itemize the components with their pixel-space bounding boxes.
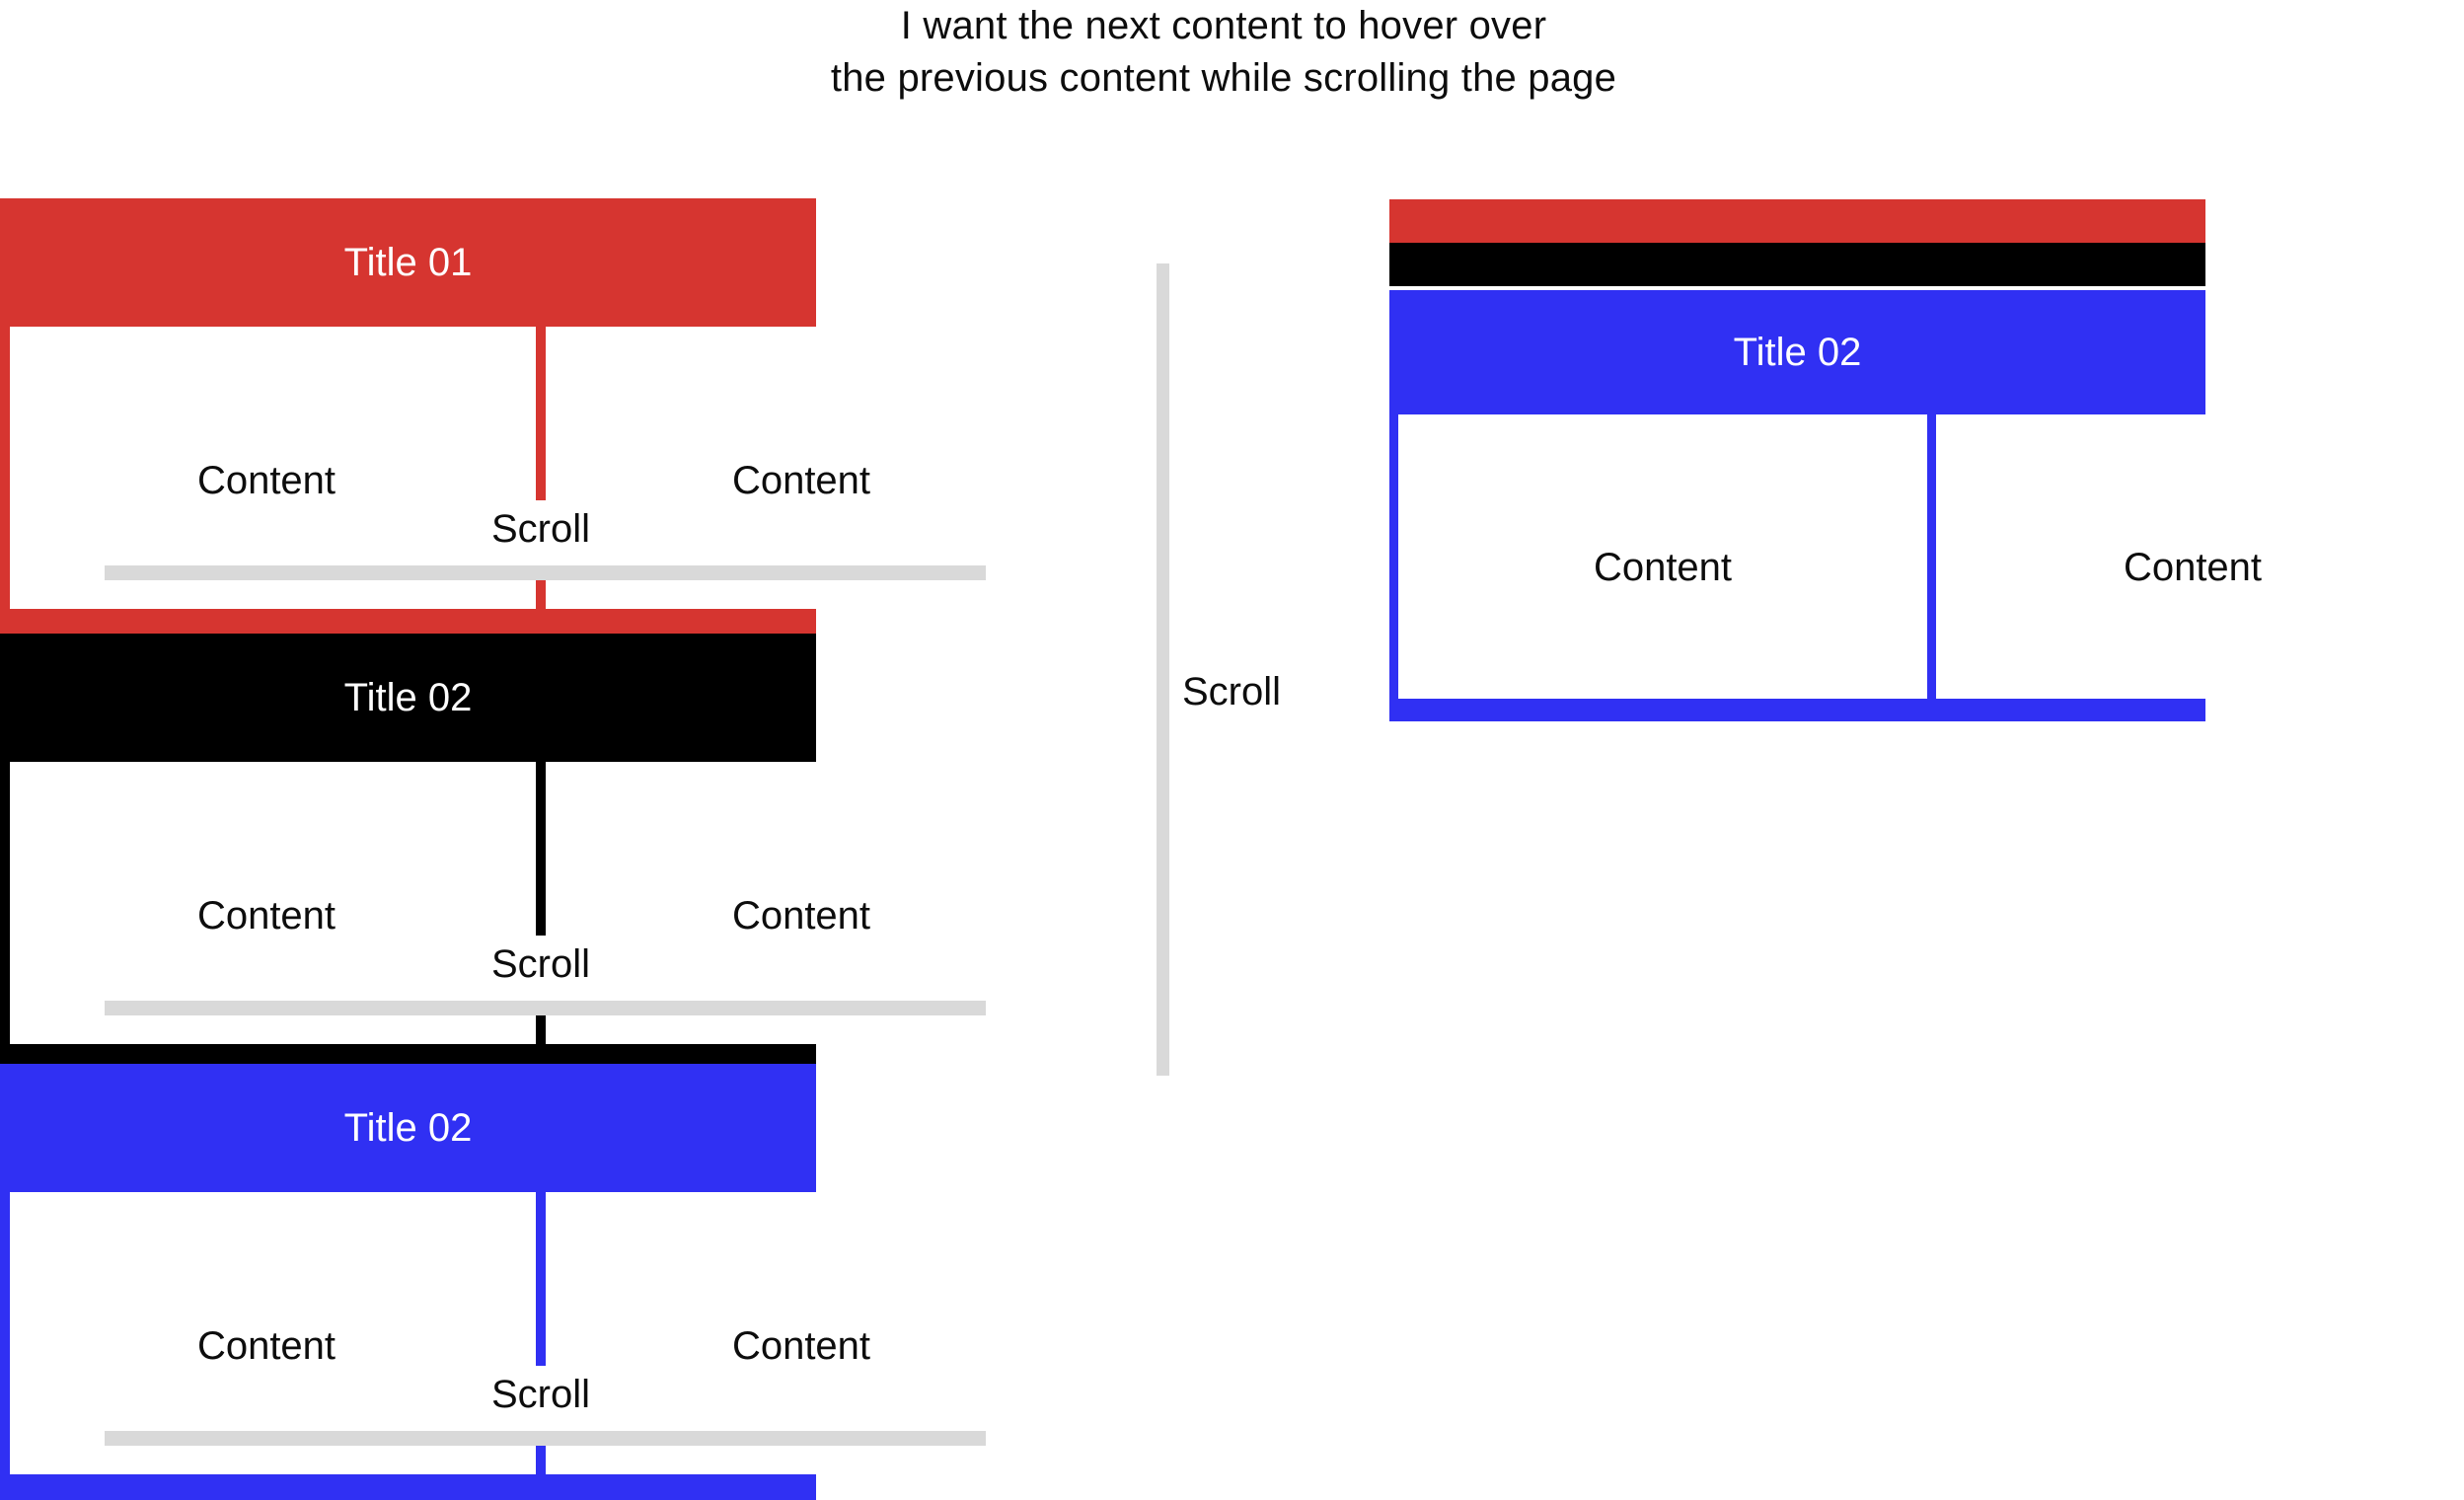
vertical-scroll-indicator xyxy=(1157,263,1169,1076)
result-title-bar: Title 02 xyxy=(1389,290,2205,414)
card2-scroll-label: Scroll xyxy=(490,942,591,986)
card3-title-label: Title 02 xyxy=(343,1105,473,1150)
card2-content-right-label: Content xyxy=(731,894,871,938)
caption-line-2: the previous content while scrolling the… xyxy=(830,56,1617,100)
card1-content-right-label: Content xyxy=(731,459,871,502)
card3-scroll-label: Scroll xyxy=(490,1373,591,1416)
card1-divider-bottom xyxy=(536,580,546,609)
result-content-left-label: Content xyxy=(1593,546,1733,589)
card2-title-label: Title 02 xyxy=(343,675,473,719)
card3-divider-bottom xyxy=(536,1446,546,1474)
card2-horizontal-scrollbar xyxy=(105,1001,986,1015)
mock-card-1: Title 01 Content Content Scroll xyxy=(0,198,986,635)
stacked-red-strip xyxy=(1389,199,2205,243)
card1-left-border xyxy=(0,327,10,609)
card2-content-left-label: Content xyxy=(196,894,336,938)
card1-content-left-label: Content xyxy=(196,459,336,502)
result-divider xyxy=(1927,414,1936,699)
stacked-result-card: Title 02 Content Content xyxy=(1389,199,2464,721)
card1-divider-top xyxy=(536,327,546,500)
mock-card-3: Title 02 Content Content Scroll xyxy=(0,1064,986,1500)
card3-bottom-strip xyxy=(0,1474,816,1500)
result-left-border xyxy=(1389,414,1398,699)
card2-left-border xyxy=(0,762,10,1044)
card1-title-label: Title 01 xyxy=(343,240,473,284)
caption-line-1: I want the next content to hover over xyxy=(900,4,1547,47)
card2-divider-top xyxy=(536,762,546,936)
page-caption: I want the next content to hover over th… xyxy=(0,0,2447,105)
result-content-right-label: Content xyxy=(2123,546,2263,589)
card3-horizontal-scrollbar xyxy=(105,1431,986,1446)
card3-title-bar: Title 02 xyxy=(0,1064,816,1192)
card2-divider-bottom xyxy=(536,1015,546,1044)
card1-bottom-strip xyxy=(0,609,816,635)
result-title-label: Title 02 xyxy=(1733,330,1862,374)
result-bottom-strip xyxy=(1389,699,2205,721)
card2-title-bar: Title 02 xyxy=(0,634,816,762)
mock-card-2: Title 02 Content Content Scroll xyxy=(0,634,986,1070)
card1-horizontal-scrollbar xyxy=(105,565,986,580)
card1-scroll-label: Scroll xyxy=(490,507,591,551)
card1-title-bar: Title 01 xyxy=(0,198,816,327)
card3-left-border xyxy=(0,1192,10,1474)
stacked-black-strip xyxy=(1389,243,2205,286)
card3-divider-top xyxy=(536,1192,546,1366)
card3-content-left-label: Content xyxy=(196,1324,336,1368)
vertical-scroll-label: Scroll xyxy=(1182,670,1282,713)
card3-content-right-label: Content xyxy=(731,1324,871,1368)
